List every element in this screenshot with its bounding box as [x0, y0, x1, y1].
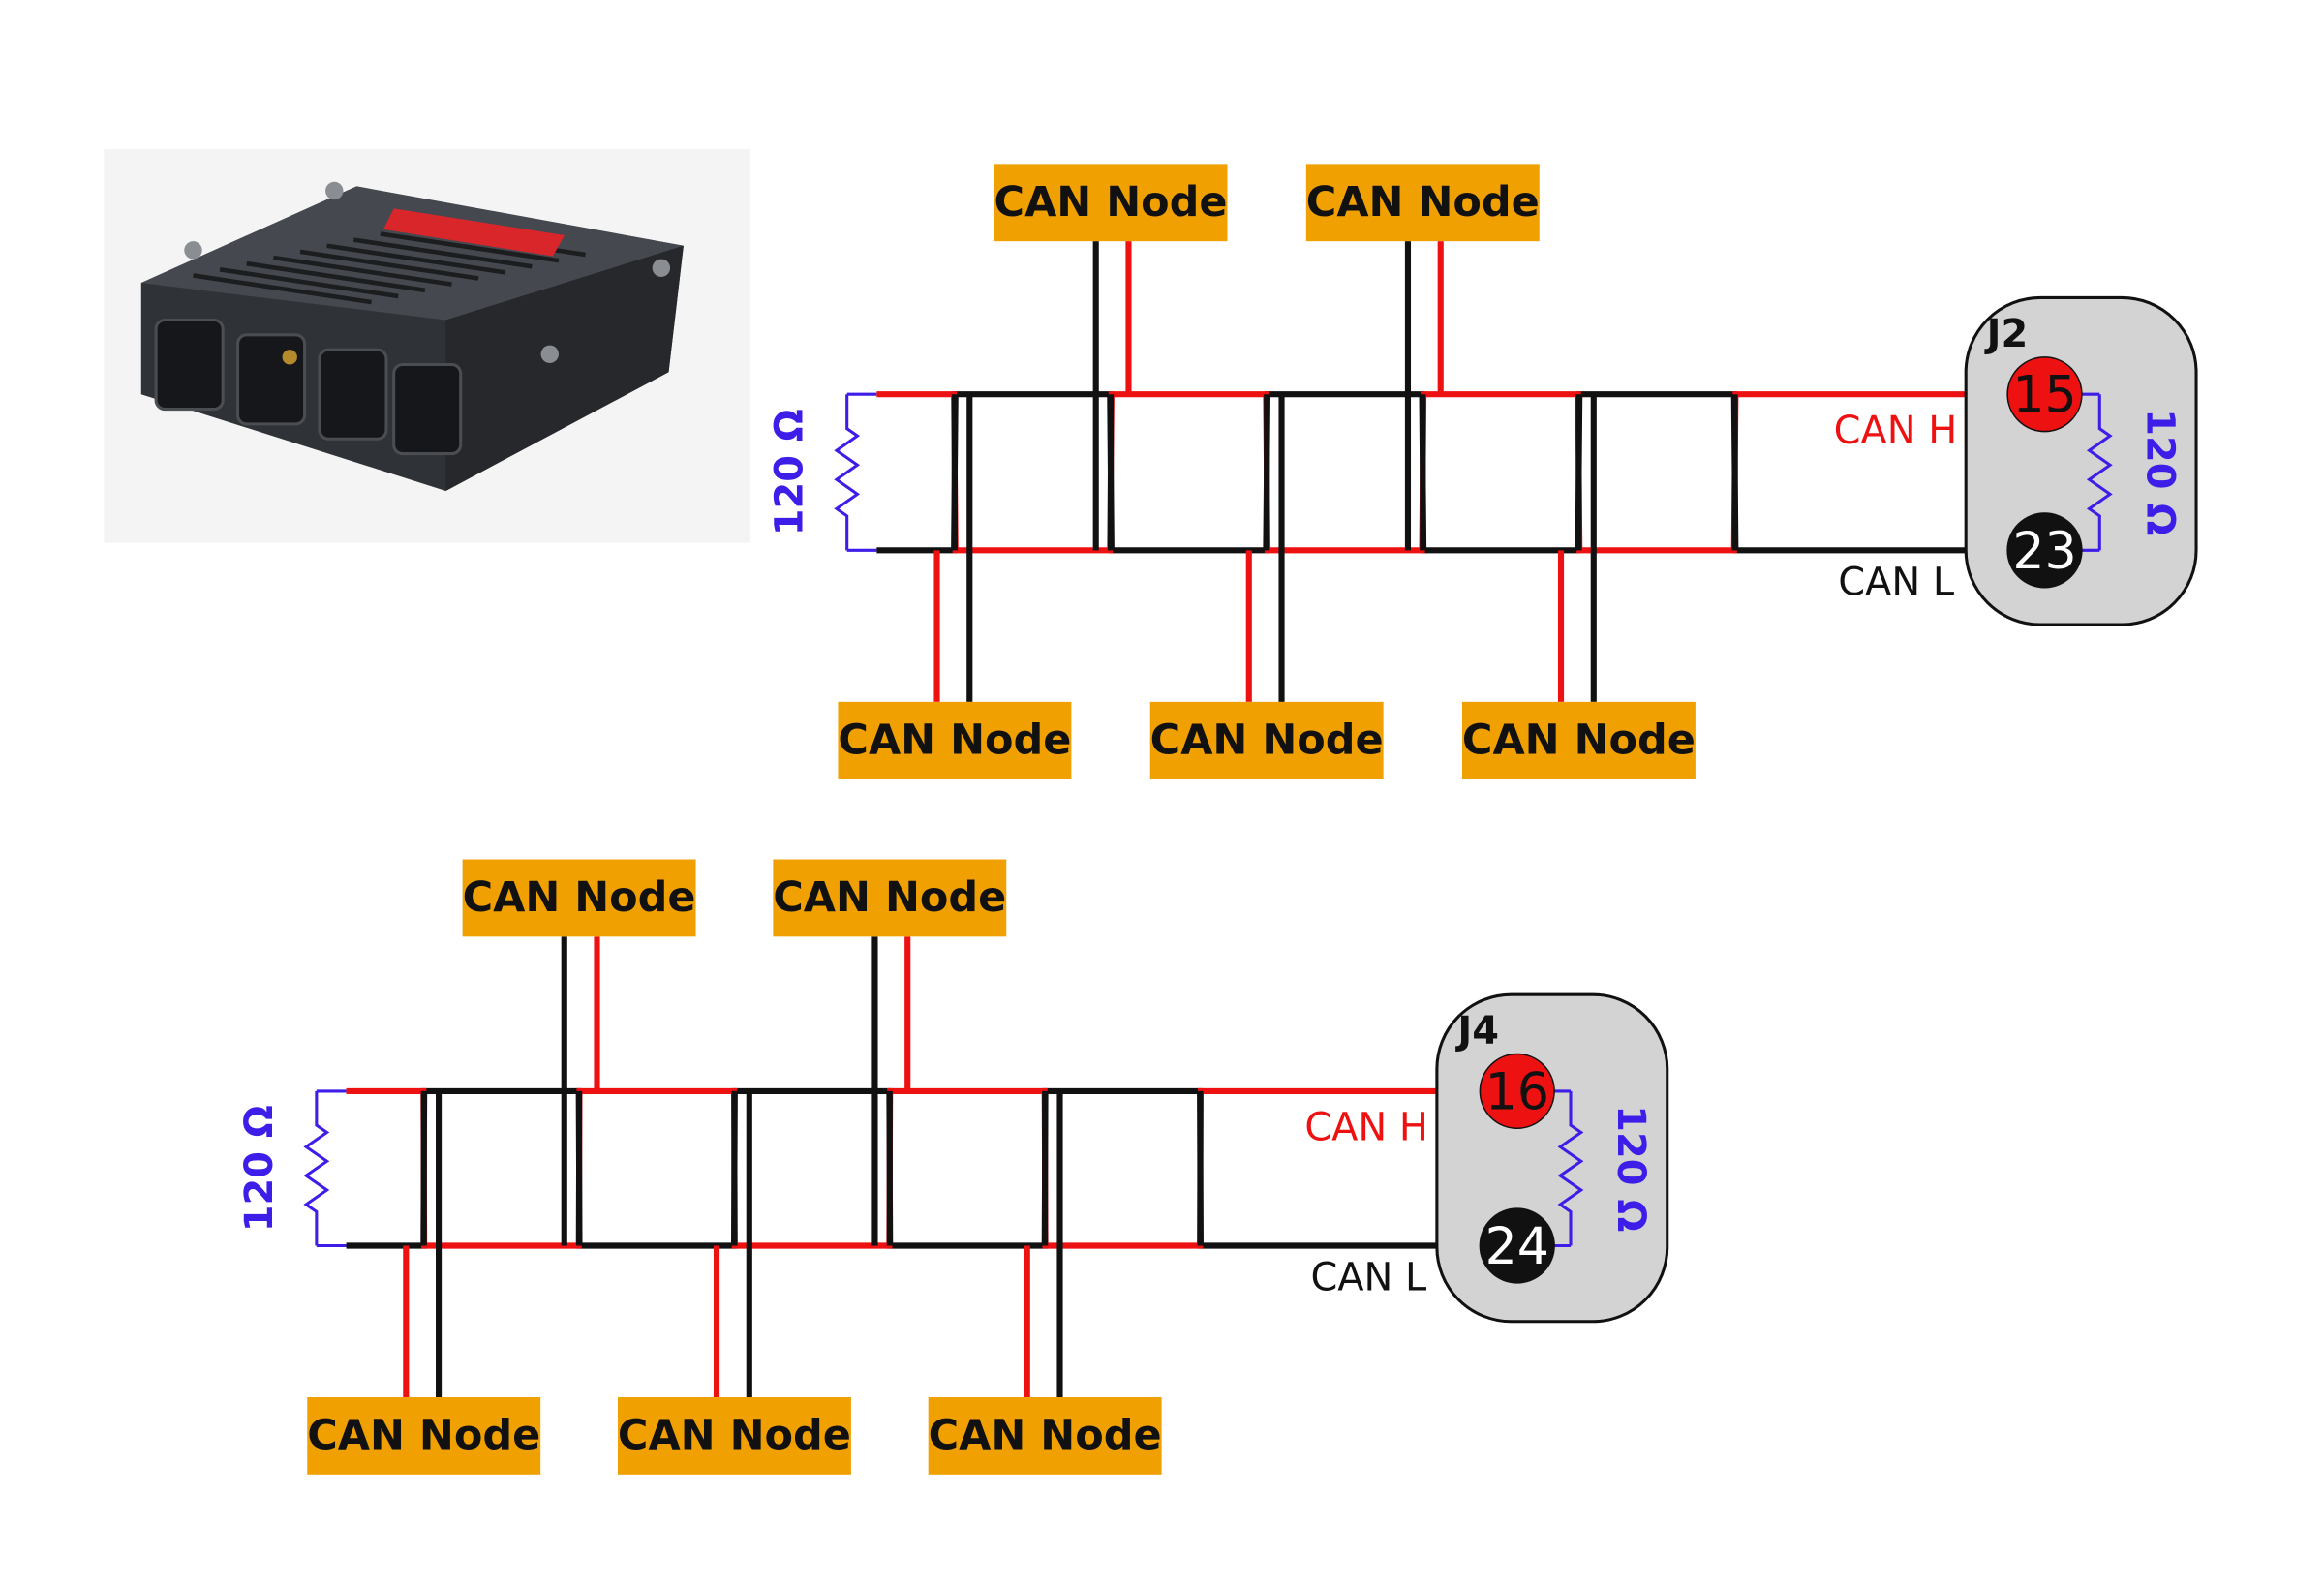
module-label-strip	[382, 208, 566, 257]
module-fin	[246, 260, 426, 293]
pin-can-h	[1479, 1053, 1555, 1130]
connector-name: J2	[1984, 312, 2029, 356]
module-bolt	[540, 345, 559, 363]
can-node-label: CAN Node	[838, 717, 1071, 765]
module-connector-port	[154, 318, 225, 412]
module-fin	[193, 273, 372, 305]
module-bolt	[652, 259, 671, 277]
module-fin	[380, 231, 560, 263]
module-vent	[282, 350, 297, 365]
left-resistor-label: 120 Ω	[768, 409, 812, 535]
pin-can-l	[1479, 1207, 1555, 1284]
module-connector-port	[392, 362, 463, 456]
left-terminal-resistor	[834, 394, 861, 551]
can-h-label: CAN H	[1304, 1106, 1428, 1150]
pin-can-h	[2006, 356, 2083, 433]
can-node-label: CAN Node	[929, 1412, 1162, 1460]
pin-can-l	[2006, 512, 2083, 589]
right-resistor-label: 120 Ω	[2137, 409, 2182, 535]
module-fin	[352, 237, 533, 269]
can-l-label: CAN L	[1838, 560, 1954, 604]
can-node-box	[1149, 701, 1384, 779]
module-bolt	[325, 181, 344, 200]
can-node-box	[462, 859, 696, 937]
right-terminal-resistor	[1557, 1090, 1584, 1246]
can-node-label: CAN Node	[463, 873, 696, 922]
can-node-label: CAN Node	[1306, 178, 1540, 227]
module-connector-port	[318, 348, 388, 441]
right-resistor-label: 120 Ω	[1608, 1105, 1653, 1232]
can-h-wire	[346, 1087, 1516, 1249]
can-l-label: CAN L	[1310, 1256, 1426, 1300]
module-fin	[326, 243, 506, 275]
ecu-module-photo	[104, 149, 750, 543]
can-node-box	[617, 1397, 851, 1475]
can-l-wire	[876, 391, 2043, 554]
can-node-box	[1461, 701, 1696, 779]
can-node-box	[928, 1397, 1162, 1475]
can-node-label: CAN Node	[773, 873, 1006, 922]
can-node-box	[994, 164, 1228, 242]
can-node-label: CAN Node	[307, 1412, 540, 1460]
left-terminal-resistor	[303, 1090, 330, 1246]
can-node-box	[1305, 164, 1540, 242]
can-node-label: CAN Node	[994, 178, 1228, 227]
left-resistor-label: 120 Ω	[237, 1105, 282, 1232]
pin-can-l-number: 24	[1485, 1218, 1549, 1276]
can-node-label: CAN Node	[1462, 717, 1696, 765]
module-fin	[299, 249, 479, 281]
pin-can-l-number: 23	[2012, 523, 2076, 581]
pin-can-h-number: 16	[1485, 1063, 1549, 1121]
right-terminal-resistor	[2086, 394, 2113, 551]
can-h-wire	[876, 391, 2043, 554]
module-side	[445, 245, 684, 491]
module-bolt	[184, 241, 202, 260]
can-l-wire	[346, 1087, 1516, 1249]
module-fin	[219, 267, 399, 299]
can-node-box	[307, 1397, 541, 1475]
pin-can-h-number: 15	[2012, 367, 2076, 425]
connector-name: J4	[1454, 1009, 1499, 1054]
module-connector-port	[235, 333, 307, 426]
can-node-label: CAN Node	[1150, 717, 1384, 765]
can-node-box	[773, 859, 1007, 937]
can-node-label: CAN Node	[618, 1412, 851, 1460]
module-fin	[273, 255, 452, 287]
can-h-label: CAN H	[1834, 409, 1958, 453]
can-node-box	[838, 701, 1072, 779]
